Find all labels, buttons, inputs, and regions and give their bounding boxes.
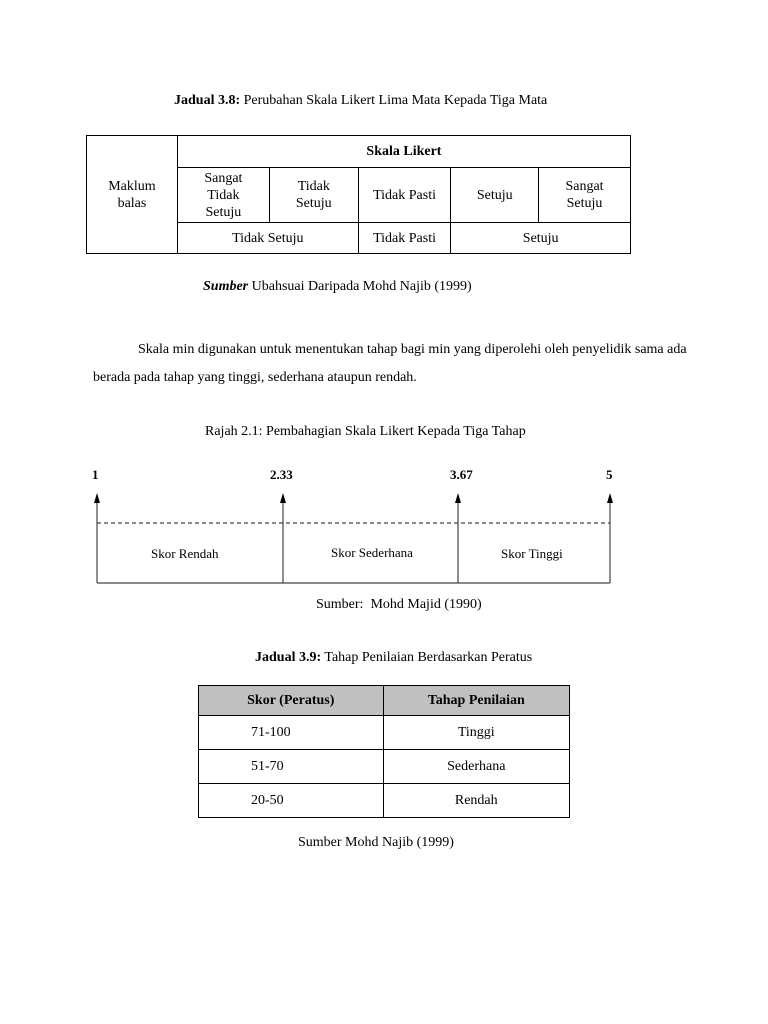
table2-cell: 51-70 <box>198 749 384 784</box>
table1-caption: Jadual 3.8: Perubahan Skala Likert Lima … <box>174 93 547 109</box>
arrow-up-icon <box>455 493 461 503</box>
header-skala-likert: Skala Likert <box>176 135 632 168</box>
scale-tick-label: 5 <box>606 467 613 482</box>
paragraph-text: Skala min digunakan untuk menentukan tah… <box>93 342 687 385</box>
table1-caption-text: Perubahan Skala Likert Lima Mata Kepada … <box>243 93 548 108</box>
table2-header: Tahap Penilaian <box>382 685 571 716</box>
table1-source-prefix: Sumber <box>203 279 249 294</box>
table-row: 71-100 Tinggi <box>198 715 571 750</box>
scale-tick-label: 2.33 <box>270 467 293 482</box>
arrow-up-icon <box>94 493 100 503</box>
table2-cell: Rendah <box>382 783 571 818</box>
scale-tick-label: 1 <box>92 467 99 482</box>
table2-cell: 71-100 <box>198 715 384 750</box>
table2-caption-prefix: Jadual 3.9: <box>255 650 322 665</box>
figure-source: Sumber: Mohd Majid (1990) <box>316 597 482 612</box>
table2-cell: 20-50 <box>198 783 384 818</box>
table2-caption-text: Tahap Penilaian Berdasarkan Peratus <box>324 650 533 665</box>
table2-caption: Jadual 3.9: Tahap Penilaian Berdasarkan … <box>255 650 532 666</box>
header-maklum-balas: Maklum balas <box>86 135 178 254</box>
five-point-cell: Sangat Tidak Setuju <box>176 167 270 223</box>
figure-caption: Rajah 2.1: Pembahagian Skala Likert Kepa… <box>205 424 526 439</box>
table2-cell: Tinggi <box>382 715 571 750</box>
table2-cell: Sederhana <box>382 749 571 784</box>
likert-conversion-table: Maklum balas Skala Likert Sangat Tidak S… <box>86 135 632 254</box>
table-row: 20-50 Rendah <box>198 783 571 818</box>
body-paragraph: Skala min digunakan untuk menentukan tah… <box>93 336 693 392</box>
scale-tick-label: 3.67 <box>450 467 473 482</box>
segment-label-rendah: Skor Rendah <box>151 546 219 561</box>
segment-label-tinggi: Skor Tinggi <box>501 546 563 561</box>
three-point-cell: Setuju <box>450 222 631 254</box>
three-point-cell: Tidak Setuju <box>176 222 359 254</box>
arrow-up-icon <box>607 493 613 503</box>
table1-caption-prefix: Jadual 3.8: <box>174 93 241 108</box>
segment-label-sederhana: Skor Sederhana <box>331 545 413 560</box>
table1-source-text: Ubahsuai Daripada Mohd Najib (1999) <box>251 279 472 294</box>
five-point-cell: Tidak Setuju <box>268 167 359 223</box>
arrow-up-icon <box>280 493 286 503</box>
table2-header: Skor (Peratus) <box>198 685 384 716</box>
five-point-cell: Tidak Pasti <box>357 167 452 223</box>
table1-source: Sumber Ubahsuai Daripada Mohd Najib (199… <box>203 279 472 295</box>
percentage-rating-table: Skor (Peratus) Tahap Penilaian 71-100 Ti… <box>198 685 571 818</box>
table-row: 51-70 Sederhana <box>198 749 571 784</box>
table2-source: Sumber Mohd Najib (1999) <box>298 835 454 850</box>
